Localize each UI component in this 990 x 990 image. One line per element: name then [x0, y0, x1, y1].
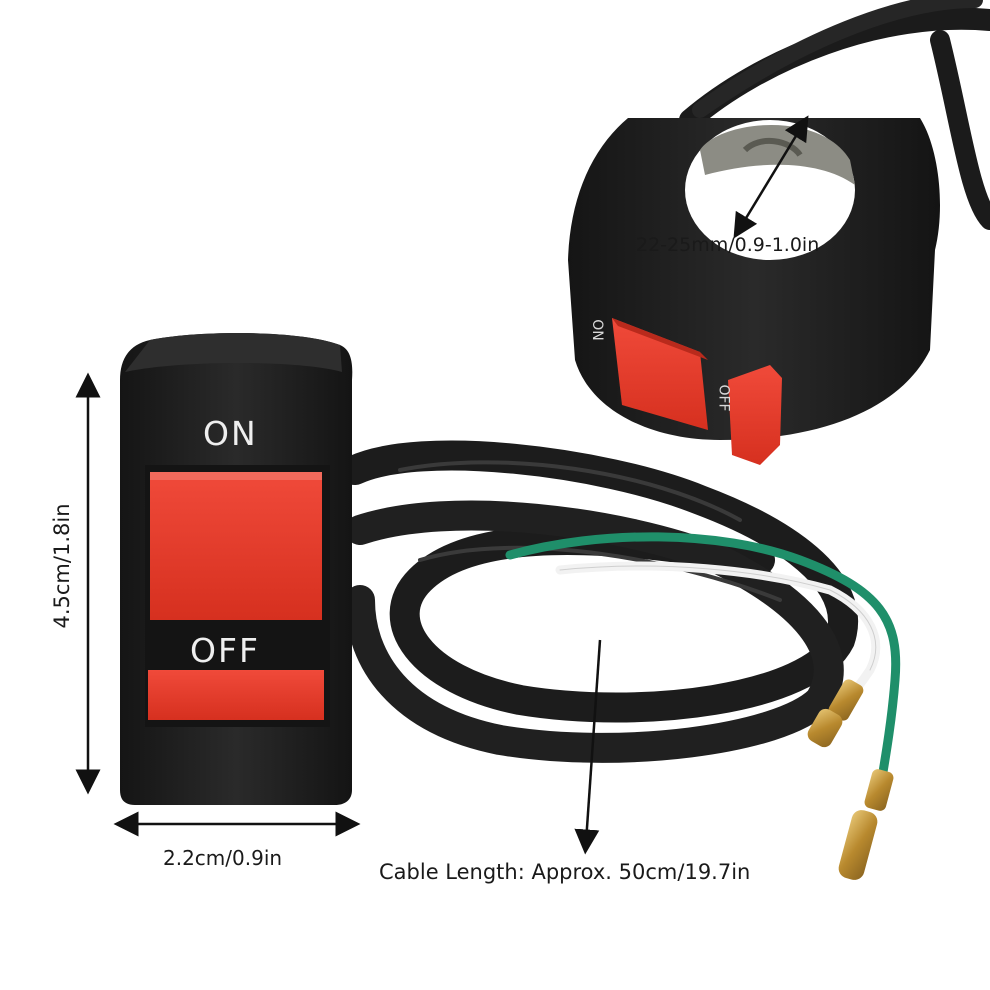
cable-arrow [574, 639, 602, 855]
clamp-arrow [733, 115, 809, 239]
cable-length-label: Cable Length: Approx. 50cm/19.7in [379, 860, 751, 884]
signal-wires [505, 532, 901, 795]
rear-on-label: ON [588, 319, 605, 341]
rear-off-label: OFF [715, 384, 732, 412]
off-label: OFF [190, 631, 260, 670]
width-label: 2.2cm/0.9in [163, 846, 283, 870]
main-cable [340, 440, 858, 763]
wire-terminals [807, 679, 894, 880]
handlebar-switch-rear [568, 118, 940, 465]
height-label: 4.5cm/1.8in [50, 503, 74, 629]
upper-cable [679, 0, 990, 230]
clamp-diameter-label: 22-25mm/0.9-1.0in [636, 234, 820, 256]
on-label: ON [203, 414, 258, 453]
front-switch-body [120, 333, 353, 805]
